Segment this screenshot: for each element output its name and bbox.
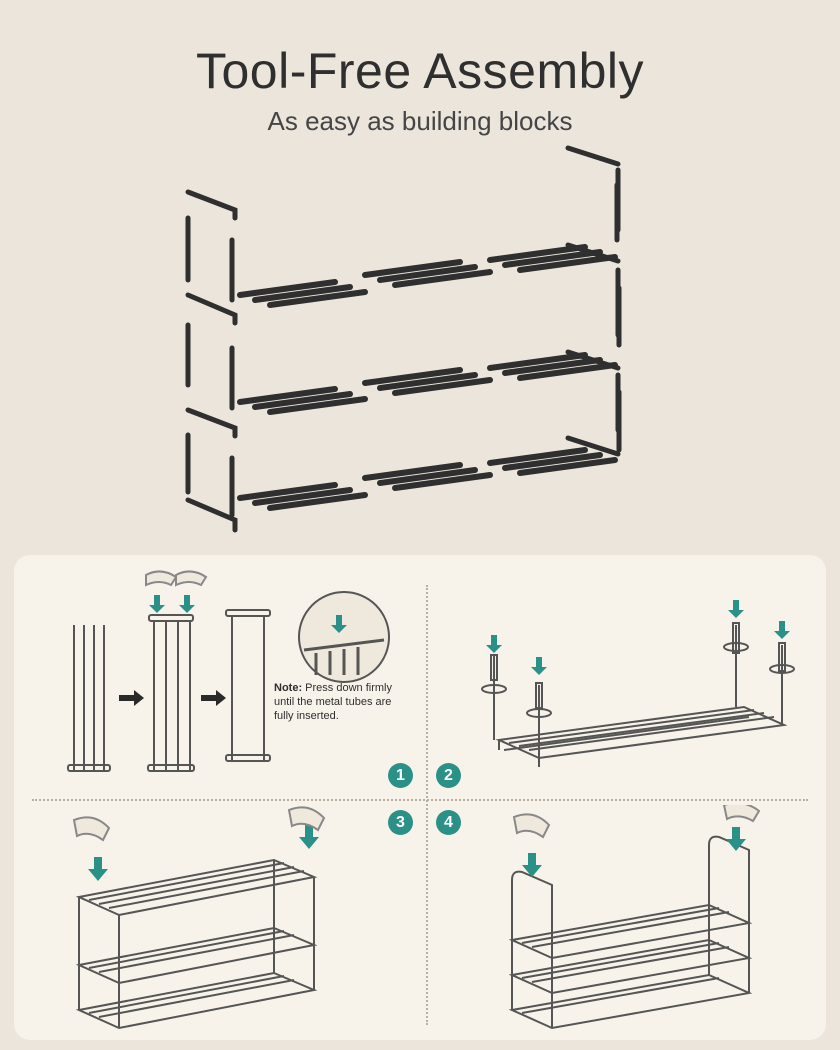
horizontal-divider	[32, 799, 808, 801]
step-1-badge: 1	[388, 763, 413, 788]
vertical-divider	[426, 585, 428, 1025]
page-subtitle: As easy as building blocks	[267, 106, 573, 136]
step-4-badge: 4	[436, 810, 461, 835]
page-title: Tool-Free Assembly	[195, 43, 645, 99]
assembly-steps-panel: Note: Press down firmly until the metal …	[14, 555, 826, 1040]
note-label: Note:	[274, 682, 303, 694]
step-2-illustration	[481, 600, 795, 767]
step-3-illustration	[72, 806, 326, 1030]
step-3-badge: 3	[388, 810, 413, 835]
hero-section: Tool-Free Assembly As easy as building b…	[185, 43, 645, 533]
step-1-illustration	[67, 570, 390, 772]
exploded-rack-illustration	[185, 145, 622, 533]
step-4-illustration	[508, 805, 761, 1030]
step-2-badge: 2	[436, 763, 461, 788]
note-text: Press down firmly until the metal tubes …	[274, 682, 392, 722]
assembly-note: Note: Press down firmly until the metal …	[274, 681, 414, 723]
